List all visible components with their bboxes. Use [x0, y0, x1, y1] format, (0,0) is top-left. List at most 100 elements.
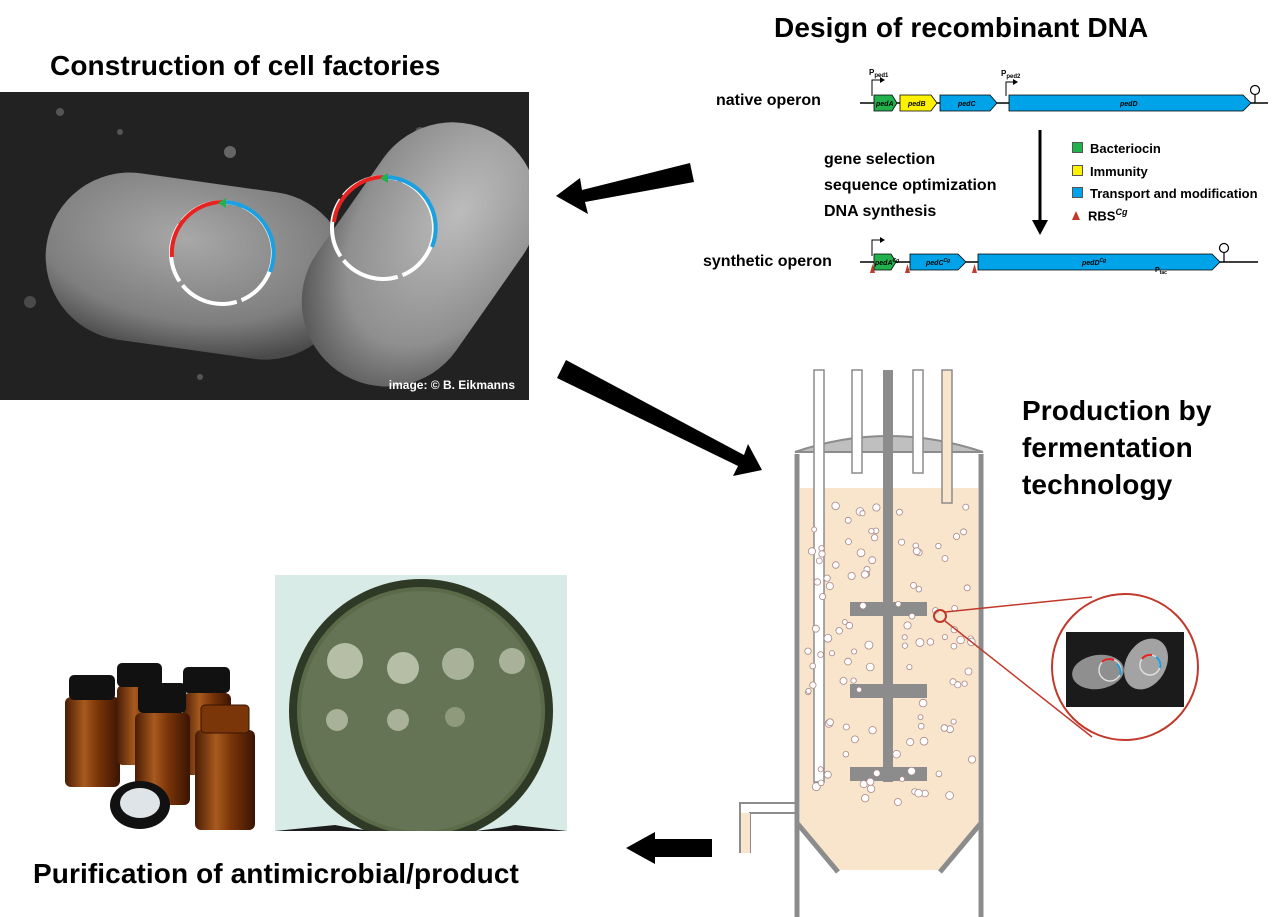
amber-bottles-photo: [55, 655, 265, 835]
promoter-ptac-label: Ptac: [1155, 267, 1167, 276]
impeller-middle: [850, 684, 927, 698]
gas-bubble: [813, 578, 822, 586]
gas-bubble: [935, 542, 942, 550]
step-sequence-optimization: sequence optimization: [824, 177, 997, 194]
step-gene-selection: gene selection: [824, 151, 936, 168]
legend-label: Transport and modification: [1090, 186, 1258, 201]
zoom-callout: [933, 593, 1199, 741]
legend-label: RBS: [1088, 208, 1116, 224]
gas-bubble: [903, 621, 912, 630]
step-dna-synthesis: DNA synthesis: [824, 203, 937, 220]
terminator-icon: [1249, 84, 1261, 103]
gas-bubble: [918, 698, 928, 708]
legend-swatch-yellow: [1072, 165, 1083, 176]
cell-factory-micrograph: image: © B. Eikmanns: [0, 92, 529, 400]
gas-bubble: [954, 681, 962, 689]
gas-bubble: [962, 503, 970, 511]
gas-bubble: [906, 738, 915, 747]
gas-bubble: [908, 612, 916, 620]
gas-bubble: [856, 548, 866, 558]
gas-bubble: [811, 782, 821, 792]
inhibition-zone: [387, 652, 419, 684]
gas-bubble: [945, 791, 954, 800]
legend-swatch-blue: [1072, 187, 1083, 198]
gas-bubble: [809, 662, 817, 670]
gas-bubble: [940, 724, 948, 732]
gas-bubble: [817, 766, 824, 773]
gas-bubble: [868, 726, 877, 735]
gas-bubble: [831, 501, 840, 511]
purification-title: Purification of antimicrobial/product: [33, 858, 519, 889]
gas-bubble: [926, 638, 935, 646]
terminator-icon: [1218, 242, 1230, 262]
gas-bubble: [964, 667, 973, 676]
gas-bubble: [850, 677, 857, 684]
gas-bubble: [809, 681, 817, 689]
process-steps: gene selection sequence optimization DNA…: [824, 147, 996, 225]
gas-bubble: [898, 538, 906, 546]
gene-pedA-label: pedA: [875, 101, 894, 108]
gas-bubble: [910, 582, 917, 589]
gene-pedA: [873, 94, 898, 112]
gas-bubble: [914, 789, 923, 798]
inhibition-zone: [445, 707, 465, 727]
gas-bubble: [851, 648, 858, 655]
inhibition-zone: [327, 643, 363, 679]
gas-bubble: [823, 574, 831, 582]
legend-item-immunity: Immunity: [1072, 164, 1148, 179]
legend-label-superscript: Cg: [1115, 207, 1128, 217]
impeller-bottom: [850, 767, 927, 781]
production-title-line-1: Production by: [1022, 395, 1212, 426]
gene-pedC-cg-label: pedCCg: [925, 258, 950, 267]
gas-bubble: [844, 516, 852, 524]
inhibition-zone: [442, 648, 474, 680]
gas-bubble: [868, 527, 875, 535]
gas-bubble: [956, 635, 965, 645]
petri-dish-drawing: [275, 579, 567, 831]
inhibition-zone: [326, 709, 348, 731]
gas-bubble: [826, 718, 834, 726]
gene-pedC: [939, 94, 998, 112]
gas-bubble: [941, 634, 948, 641]
gas-bubbles: [804, 501, 977, 806]
promoter-ped1-label: Pped1: [869, 68, 889, 79]
gas-bubble: [901, 634, 908, 641]
native-operon: Pped1 pedA pedB pedC Pped2 pedD: [860, 68, 1268, 112]
gas-bubble: [950, 642, 958, 650]
gas-bubble: [915, 638, 925, 647]
gene-pedD-cg-label: pedDCg: [1081, 258, 1106, 267]
bacterium-cell-left: [45, 172, 350, 360]
gas-bubble: [865, 662, 875, 672]
gas-bubble: [818, 545, 825, 552]
production-title-line-3: technology: [1022, 469, 1173, 500]
arrow-fermenter-to-purification: [626, 832, 712, 864]
fermenter: [739, 369, 984, 917]
gas-bubble: [961, 680, 968, 687]
rbs-marker: [905, 264, 910, 273]
promoter-ped1-arrow: [871, 79, 881, 96]
native-operon-label: native operon: [716, 92, 821, 109]
gas-bubble: [839, 677, 848, 685]
promoter-ped2-arrow: [1005, 81, 1014, 96]
image-credit: image: © B. Eikmanns: [388, 378, 515, 392]
gas-bubble: [859, 602, 867, 610]
gas-bubble: [868, 556, 877, 565]
gas-bubble: [894, 798, 902, 806]
gas-bubble: [819, 593, 827, 601]
gas-bubble: [817, 651, 824, 658]
gas-bubble: [823, 770, 832, 779]
gas-bubble: [841, 619, 848, 625]
gas-bubble: [915, 586, 923, 593]
gas-bubble: [912, 547, 921, 556]
rbs-triangle-icon: [1072, 211, 1080, 221]
gene-pedD-label: pedD: [1119, 101, 1138, 108]
impeller-top: [850, 602, 927, 616]
gas-bubble: [907, 766, 916, 776]
gas-bubble: [960, 528, 967, 536]
gas-bubble: [808, 547, 817, 556]
bottles-drawing: [65, 663, 255, 830]
gas-bubble: [804, 647, 812, 655]
gas-bubble: [817, 779, 825, 787]
production-title-line-2: fermentation: [1022, 432, 1193, 463]
gas-bubble: [856, 686, 863, 693]
